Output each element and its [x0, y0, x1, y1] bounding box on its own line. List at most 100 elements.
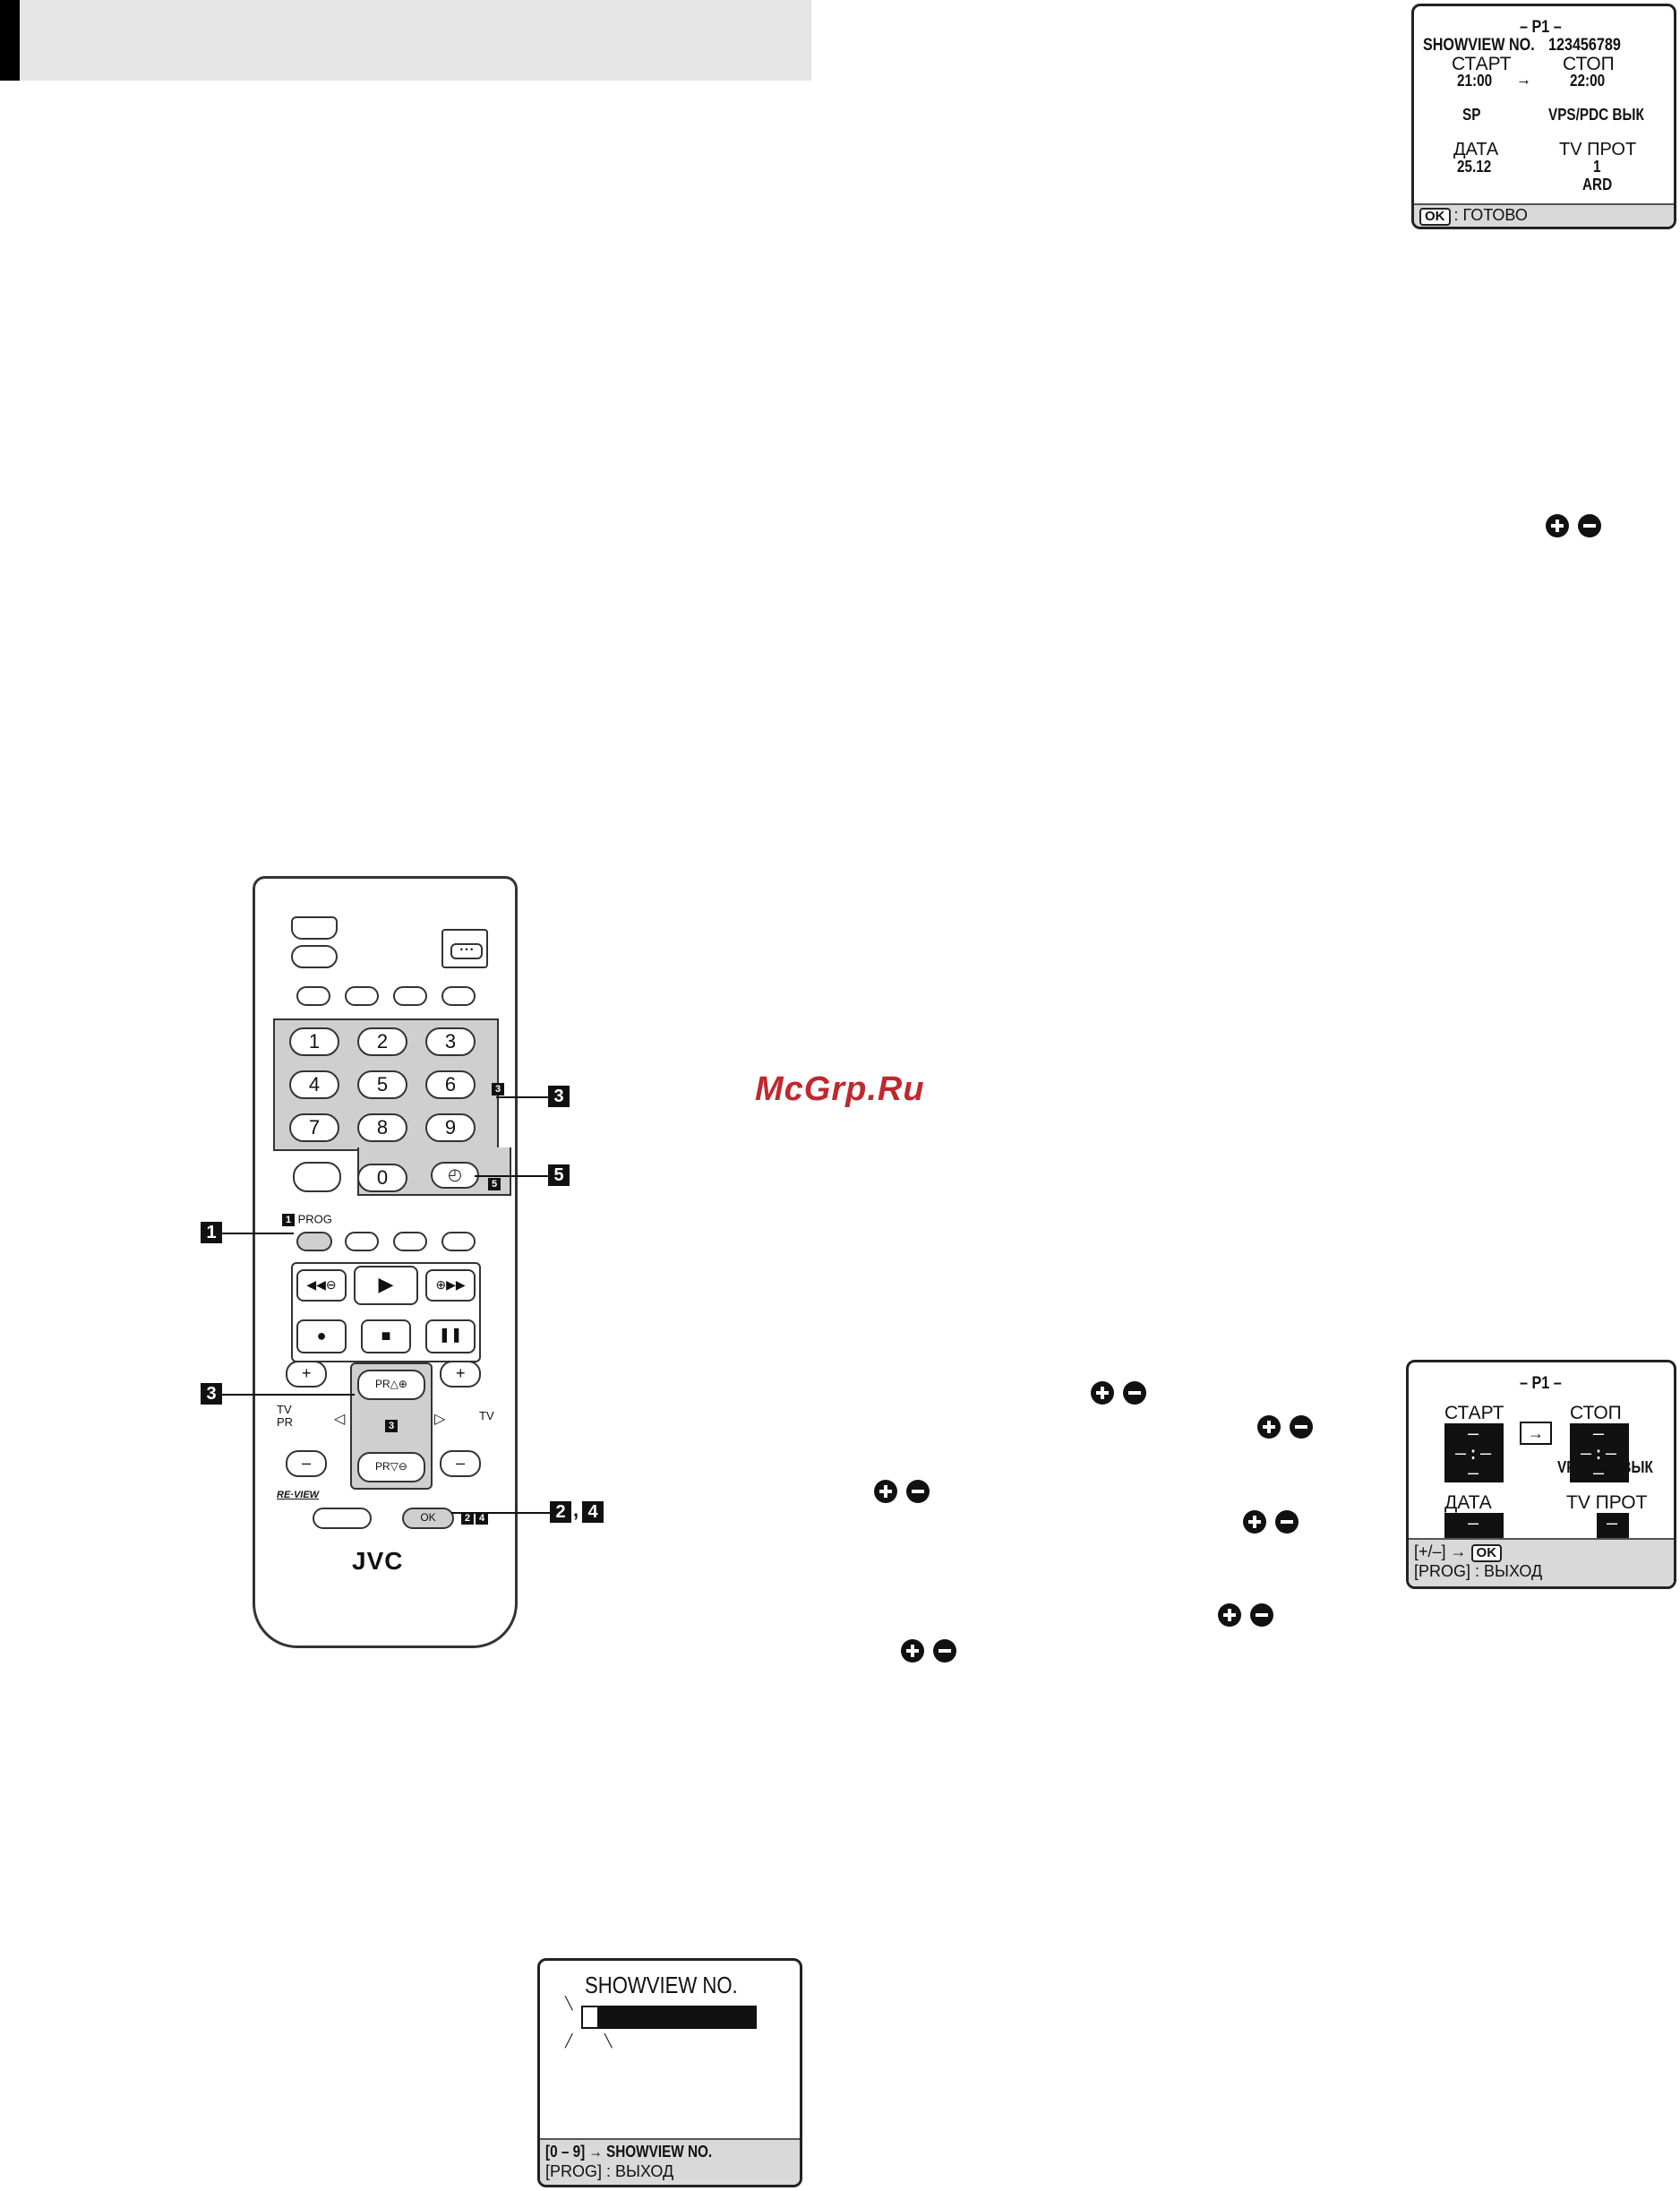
key-2[interactable]: 2 [357, 1027, 407, 1056]
osd-date-label: ДАТА [1444, 1492, 1492, 1513]
minus-label: – [302, 1454, 312, 1472]
callout-1-leader [222, 1233, 294, 1234]
minus-circle-icon [906, 1480, 930, 1503]
timer-button[interactable]: ◴ [431, 1162, 479, 1189]
key-3[interactable]: 3 [425, 1027, 476, 1056]
fast-forward-button[interactable]: ⊕▶▶ [425, 1269, 476, 1302]
key-6[interactable]: 6 [425, 1070, 476, 1099]
ok-button-label: OK [420, 1511, 436, 1524]
ok-key-icon: OK [1470, 1544, 1503, 1562]
osd-program-label: – P1 – [1520, 18, 1562, 37]
key-9[interactable]: 9 [425, 1113, 476, 1142]
osd-stop-value: – –:– – [1570, 1423, 1629, 1482]
tv-pr-label: TV PR [277, 1403, 294, 1429]
pr-down-label: PR▽⊖ [375, 1460, 407, 1473]
minus-label-right: – [456, 1454, 466, 1472]
nav-step-badge: 3 [385, 1420, 398, 1432]
stop-button[interactable]: ■ [361, 1319, 411, 1353]
pr-down-button[interactable]: PR▽⊖ [357, 1452, 425, 1482]
osd-footer: [+/–] → OK [PROG] : ВЫХОД [1409, 1538, 1674, 1586]
blink-rays-icon-right: ╲ [604, 2033, 613, 2048]
osd-showview-title: SHOWVIEW NO. [585, 1972, 738, 1998]
plus-minus-icons-row1 [1091, 1381, 1155, 1408]
osd-tv-prog-name: ARD [1582, 176, 1613, 193]
osd-tv-prog-label: TV ПРОТ [1559, 140, 1637, 159]
minus-circle-icon [1275, 1510, 1299, 1534]
osd-input-field [581, 2006, 757, 2029]
record-button[interactable]: ● [296, 1319, 347, 1353]
osd-vps-pdc: VPS/PDC ВЫК [1548, 106, 1644, 124]
plus-circle-icon [1091, 1381, 1114, 1405]
plus-circle-icon [1546, 514, 1569, 537]
tv-vol-minus-button[interactable]: – [440, 1450, 481, 1477]
plus-circle-icon [1243, 1510, 1266, 1534]
callout-2-ok: 2 [550, 1501, 571, 1523]
remote-blank-key[interactable] [293, 1162, 341, 1192]
osd-arrow: → [1516, 70, 1531, 90]
remote-small-button-1[interactable] [296, 986, 330, 1006]
tv-pr-plus-button[interactable]: + [286, 1361, 327, 1388]
plus-minus-icons-row6 [901, 1639, 965, 1666]
minus-circle-icon [1290, 1415, 1313, 1439]
prog-button[interactable] [296, 1232, 332, 1251]
key-1[interactable]: 1 [289, 1027, 339, 1056]
key-7[interactable]: 7 [289, 1113, 339, 1142]
ok-step-badge-2: 2 [461, 1512, 474, 1525]
osd-start-label: СТАРТ [1444, 1403, 1504, 1423]
ok-step-badge-4: 4 [476, 1512, 488, 1525]
key-0[interactable]: 0 [357, 1164, 407, 1192]
key-4[interactable]: 4 [289, 1070, 339, 1099]
remote-power-button[interactable] [291, 945, 338, 968]
play-button[interactable]: ▶ [354, 1266, 418, 1305]
osd-footer-label: : ГОТОВО [1453, 206, 1528, 224]
osd-start-value: – –:– – [1444, 1423, 1504, 1482]
callout-3-leader [496, 1096, 553, 1098]
ok-button[interactable]: OK [402, 1508, 454, 1529]
remote-color-button-2[interactable] [393, 1232, 427, 1251]
callout-5-timer: 5 [548, 1164, 570, 1186]
key-5[interactable]: 5 [357, 1070, 407, 1099]
osd-speed: SP [1462, 106, 1481, 124]
osd-footer-line2: [PROG] : ВЫХОД [1414, 1562, 1543, 1580]
tv-pr-minus-button[interactable]: – [286, 1450, 327, 1477]
ok-key-icon: OK [1419, 208, 1451, 226]
remote-tv-vcr-button[interactable]: • • • [441, 929, 488, 968]
osd-footer: [0 – 9] → SHOWVIEW NO. [PROG] : ВЫХОД [540, 2138, 800, 2185]
tv-vol-plus-button[interactable]: + [440, 1361, 481, 1388]
remote-color-button-3[interactable] [441, 1232, 476, 1251]
plus-label: + [302, 1364, 312, 1382]
osd-stop-label: СТОП [1570, 1403, 1622, 1423]
callout-1-prog: 1 [201, 1222, 222, 1243]
osd-vps-pdc: VPS/PDC ВЫК [1557, 1458, 1653, 1476]
plus-circle-icon [1218, 1603, 1241, 1627]
plus-circle-icon [874, 1480, 897, 1503]
header-black-tab [0, 0, 20, 81]
plus-circle-icon [901, 1639, 924, 1663]
rewind-button[interactable]: ◀◀⊖ [296, 1269, 347, 1302]
osd-tv-prog-label: TV ПРОТ [1566, 1492, 1648, 1513]
minus-circle-icon [1123, 1381, 1146, 1405]
header-bar [20, 0, 811, 81]
osd-program-label: – P1 – [1520, 1374, 1562, 1393]
left-arrow-icon: ◁ [334, 1412, 346, 1427]
osd-showview-label: SHOWVIEW NO. [1423, 36, 1535, 55]
jvc-logo: JVC [352, 1547, 404, 1575]
remote-color-button-1[interactable] [345, 1232, 379, 1251]
remote-small-button-4[interactable] [441, 986, 476, 1006]
osd-footer-line2: [PROG] : ВЫХОД [545, 2162, 674, 2180]
pause-button[interactable]: ❚❚ [425, 1319, 476, 1353]
osd-date-value: 25.12 [1457, 158, 1492, 176]
remote-small-button-2[interactable] [345, 986, 379, 1006]
plus-circle-icon [1257, 1415, 1281, 1439]
callout-3-keypad: 3 [548, 1086, 570, 1107]
pr-up-label: PR△⊕ [375, 1378, 407, 1390]
remote-bottom-left-button[interactable] [313, 1508, 372, 1529]
osd-footer-line1: [+/–] → OK [1414, 1543, 1505, 1562]
pr-up-button[interactable]: PR△⊕ [357, 1370, 425, 1400]
callout-4-ok: 4 [582, 1501, 604, 1523]
osd-footer-text: OK: ГОТОВО [1419, 207, 1528, 226]
key-8[interactable]: 8 [357, 1113, 407, 1142]
right-arrow-icon: ▷ [434, 1412, 446, 1427]
remote-top-left-button[interactable] [291, 916, 338, 940]
remote-small-button-3[interactable] [393, 986, 427, 1006]
